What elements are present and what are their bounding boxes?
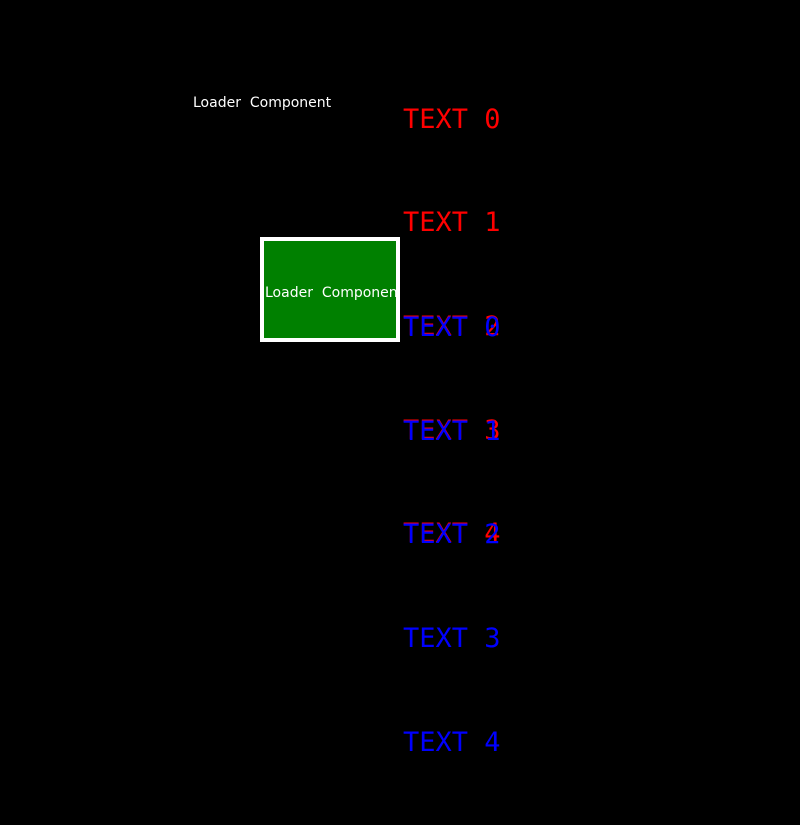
list-item: TEXT 2: [403, 519, 501, 551]
list-item: TEXT 3: [403, 414, 501, 446]
list-item: TEXT 4: [403, 726, 501, 758]
loader-component-box: Loader Component: [260, 237, 400, 342]
list-item: TEXT 3: [403, 623, 501, 655]
blue-text-list: TEXT 0 TEXT 1 TEXT 2 TEXT 3 TEXT 4: [403, 245, 501, 825]
list-item: TEXT 1: [403, 415, 501, 447]
screen: Loader Component Loader Component TEXT 0…: [193, 95, 501, 758]
list-item: TEXT 0: [403, 312, 501, 344]
list-item: TEXT 1: [403, 207, 501, 239]
loader-component-label: Loader Component: [193, 95, 332, 111]
loader-component-box-label: Loader Component: [265, 285, 400, 301]
list-item: TEXT 2: [403, 311, 501, 343]
list-item: TEXT 0: [403, 103, 501, 135]
